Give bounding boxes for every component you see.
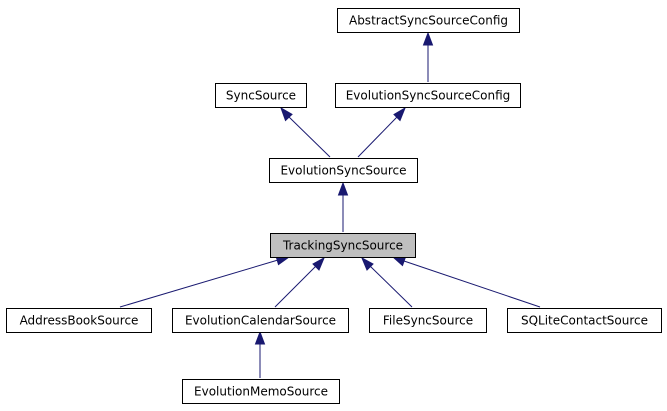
edge-evolutioncalendarsource-to-trackingsyncsource bbox=[274, 256, 326, 308]
edge-trackingsyncsource-to-evolutionsyncsource bbox=[337, 181, 349, 232]
edge-evolutionsyncsource-to-syncsource bbox=[280, 106, 331, 158]
edge-evolutionsyncsourceconfig-to-abstractsyncsourceconfig bbox=[422, 31, 434, 82]
node-label: EvolutionSyncSource bbox=[280, 164, 406, 178]
node-label: AbstractSyncSourceConfig bbox=[349, 14, 508, 28]
edge-filesyncsource-to-trackingsyncsource bbox=[360, 256, 413, 308]
node-label: SQLiteContactSource bbox=[521, 314, 648, 328]
node-evolutionsyncsource[interactable]: EvolutionSyncSource bbox=[269, 158, 418, 183]
edge-sqlitecontactsource-to-trackingsyncsource bbox=[391, 256, 541, 308]
node-label: TrackingSyncSource bbox=[282, 239, 403, 253]
node-evolutionsyncsourceconfig[interactable]: EvolutionSyncSourceConfig bbox=[335, 83, 521, 108]
node-sqlitecontactsource[interactable]: SQLiteContactSource bbox=[507, 308, 662, 333]
node-label: FileSyncSource bbox=[383, 314, 473, 328]
node-filesyncsource[interactable]: FileSyncSource bbox=[369, 308, 487, 333]
edge-addressbooksource-to-trackingsyncsource bbox=[119, 255, 291, 308]
node-addressbooksource[interactable]: AddressBookSource bbox=[6, 308, 152, 333]
node-label: EvolutionMemoSource bbox=[194, 385, 328, 399]
node-label: EvolutionSyncSourceConfig bbox=[346, 89, 511, 103]
edge-evolutionsyncsource-to-evolutionsyncsourceconfig bbox=[357, 106, 407, 158]
node-syncsource[interactable]: SyncSource bbox=[215, 83, 307, 108]
node-abstractsyncsourceconfig[interactable]: AbstractSyncSourceConfig bbox=[337, 8, 520, 33]
edge-evolutionmemosource-to-evolutioncalendarsource bbox=[254, 330, 266, 378]
node-evolutionmemosource[interactable]: EvolutionMemoSource bbox=[182, 379, 340, 404]
node-label: AddressBookSource bbox=[20, 314, 139, 328]
nodes: AbstractSyncSourceConfig SyncSource Evol… bbox=[6, 8, 662, 404]
node-label: EvolutionCalendarSource bbox=[185, 314, 336, 328]
node-trackingsyncsource[interactable]: TrackingSyncSource bbox=[270, 233, 416, 258]
node-label: SyncSource bbox=[226, 89, 296, 103]
node-evolutioncalendarsource[interactable]: EvolutionCalendarSource bbox=[172, 308, 349, 333]
